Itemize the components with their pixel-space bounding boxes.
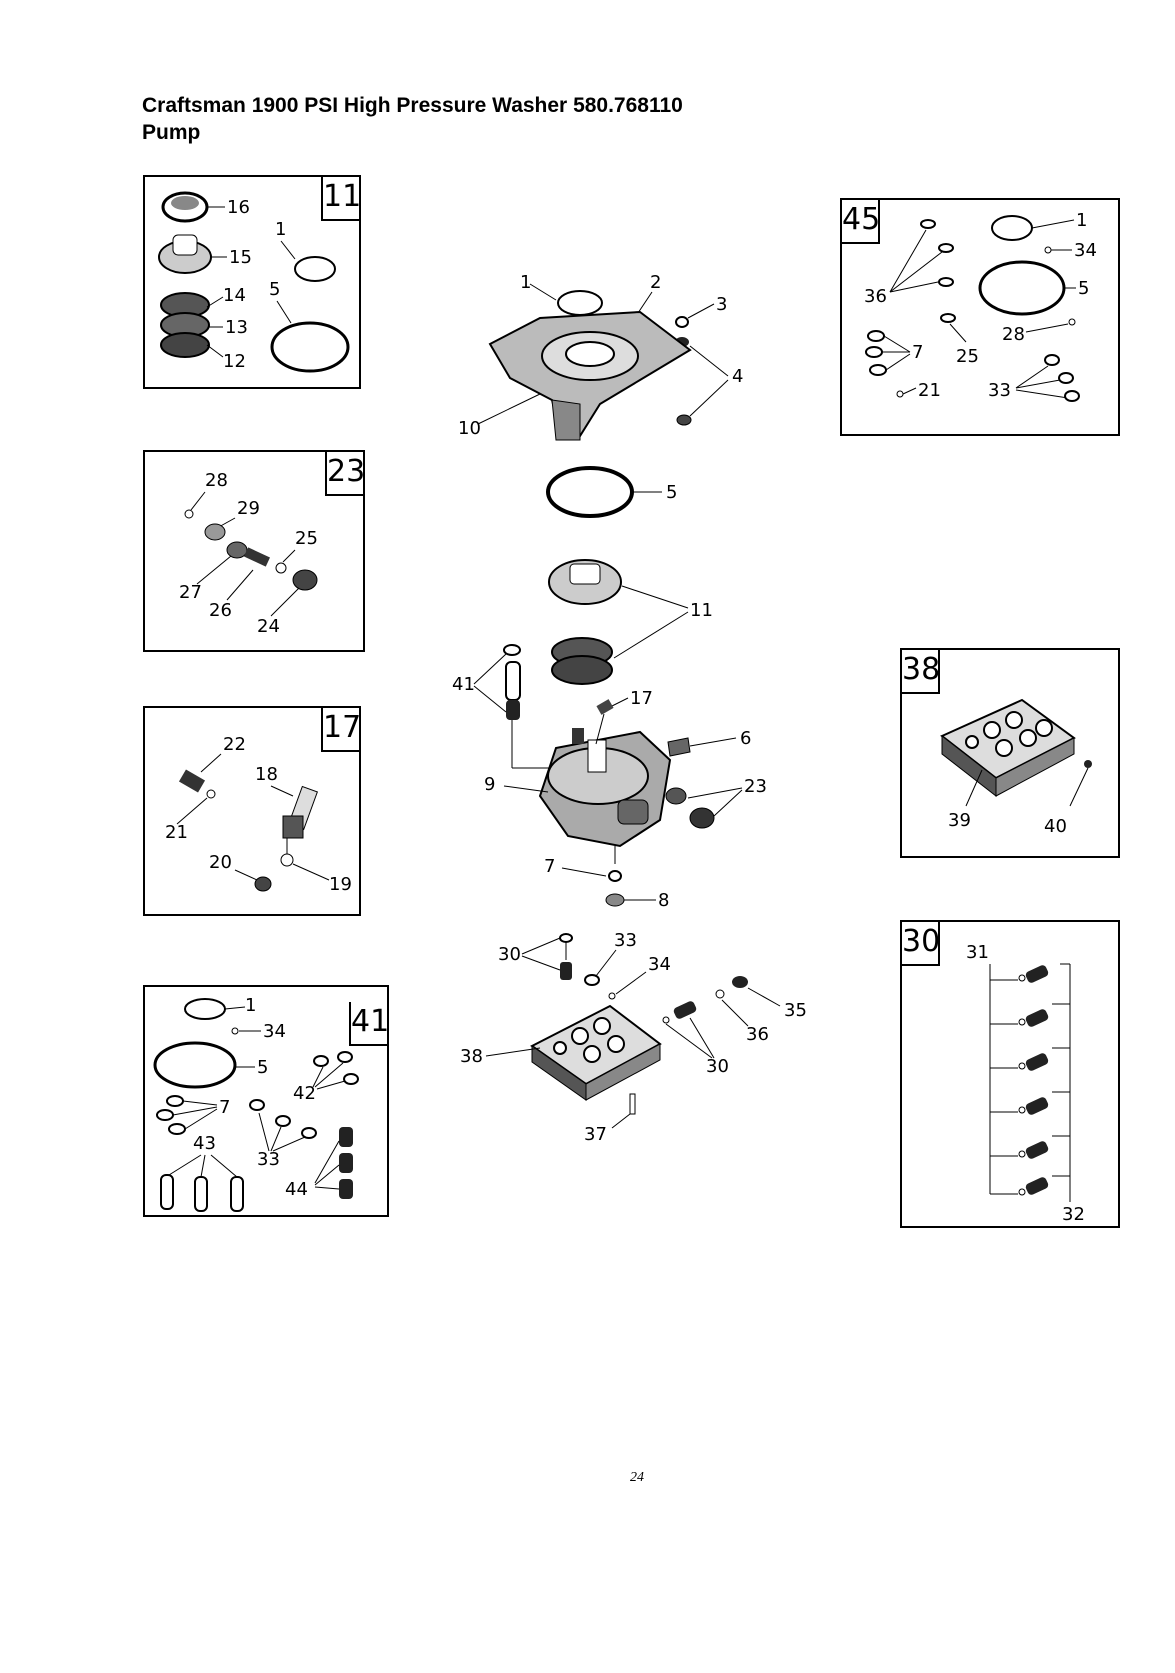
main-label-17: 17 <box>630 688 653 709</box>
kit-17-label-20: 20 <box>209 852 232 873</box>
main-label-2: 2 <box>650 272 661 293</box>
main-label-9: 9 <box>484 774 495 795</box>
kit-45-art: 36 1 34 5 7 25 28 21 33 <box>842 200 1118 434</box>
kit-41-label-42: 42 <box>293 1083 316 1104</box>
kit-30-label-31: 31 <box>966 942 989 963</box>
main-label-10: 10 <box>458 418 481 439</box>
kit-11-label-15: 15 <box>229 247 252 268</box>
kit-17-box: 17 22 18 21 20 19 <box>143 706 361 916</box>
kit-45-label-28: 28 <box>1002 324 1025 345</box>
kit-17-art: 22 18 21 20 19 <box>145 708 359 914</box>
kit-23-label-25: 25 <box>295 528 318 549</box>
main-label-3: 3 <box>716 294 727 315</box>
kit-23-label-28: 28 <box>205 470 228 491</box>
kit-23-label-27: 27 <box>179 582 202 603</box>
main-label-4: 4 <box>732 366 743 387</box>
kit-38-label-39: 39 <box>948 810 971 831</box>
kit-38-art: 39 40 <box>902 650 1118 856</box>
main-label-7: 7 <box>544 856 555 877</box>
kit-41-label-1: 1 <box>245 995 256 1016</box>
kit-17-label-18: 18 <box>255 764 278 785</box>
main-label-36: 36 <box>746 1024 769 1045</box>
page-number: 24 <box>630 1470 644 1486</box>
kit-41-art: 1 34 5 7 42 43 33 <box>145 987 387 1215</box>
kit-11-art: 16 15 14 13 12 1 5 <box>145 177 359 387</box>
kit-11-label-14: 14 <box>223 285 246 306</box>
kit-17-label-19: 19 <box>329 874 352 895</box>
main-label-37: 37 <box>584 1124 607 1145</box>
main-label-6: 6 <box>740 728 751 749</box>
main-label-38: 38 <box>460 1046 483 1067</box>
kit-11-label-1: 1 <box>275 219 286 240</box>
kit-11-label-13: 13 <box>225 317 248 338</box>
kit-41-label-7: 7 <box>219 1097 230 1118</box>
page-title: Craftsman 1900 PSI High Pressure Washer … <box>142 92 683 146</box>
main-label-1: 1 <box>520 272 531 293</box>
main-label-5: 5 <box>666 482 677 503</box>
kit-45-label-1: 1 <box>1076 210 1087 231</box>
main-label-33: 33 <box>614 930 637 951</box>
main-label-30b: 30 <box>706 1056 729 1077</box>
kit-11-label-12: 12 <box>223 351 246 372</box>
main-label-23: 23 <box>744 776 767 797</box>
kit-41-label-44: 44 <box>285 1179 308 1200</box>
diagram-title: Craftsman 1900 PSI High Pressure Washer … <box>142 92 683 119</box>
main-label-34: 34 <box>648 954 671 975</box>
kit-38-box: 38 39 40 <box>900 648 1120 858</box>
kit-23-label-29: 29 <box>237 498 260 519</box>
kit-45-label-21: 21 <box>918 380 941 401</box>
kit-41-label-43: 43 <box>193 1133 216 1154</box>
kit-17-label-21: 21 <box>165 822 188 843</box>
kit-23-label-24: 24 <box>257 616 280 637</box>
kit-41-label-33: 33 <box>257 1149 280 1170</box>
kit-41-label-5: 5 <box>257 1057 268 1078</box>
kit-30-box: 30 31 32 <box>900 920 1120 1228</box>
main-label-8: 8 <box>658 890 669 911</box>
main-label-30: 30 <box>498 944 521 965</box>
kit-11-label-5: 5 <box>269 279 280 300</box>
kit-23-art: 28 29 25 27 26 24 <box>145 452 363 650</box>
kit-45-label-25: 25 <box>956 346 979 367</box>
main-label-41: 41 <box>452 674 475 695</box>
kit-41-box: 41 1 34 5 7 42 43 33 <box>143 985 389 1217</box>
kit-11-label-16: 16 <box>227 197 250 218</box>
kit-38-label-40: 40 <box>1044 816 1067 837</box>
diagram-subtitle: Pump <box>142 119 683 146</box>
main-label-35: 35 <box>784 1000 807 1021</box>
kit-45-label-5: 5 <box>1078 278 1089 299</box>
kit-45-label-7: 7 <box>912 342 923 363</box>
kit-30-art: 31 32 <box>902 922 1118 1226</box>
kit-41-label-34: 34 <box>263 1021 286 1042</box>
kit-17-label-22: 22 <box>223 734 246 755</box>
kit-23-box: 23 28 29 25 27 26 24 <box>143 450 365 652</box>
kit-11-box: 11 16 15 14 13 12 1 5 <box>143 175 361 389</box>
kit-45-label-36: 36 <box>864 286 887 307</box>
kit-45-box: 45 36 1 34 5 7 25 28 21 33 <box>840 198 1120 436</box>
kit-30-springs <box>990 964 1070 1196</box>
main-label-11: 11 <box>690 600 713 621</box>
kit-45-label-34: 34 <box>1074 240 1097 261</box>
kit-30-label-32: 32 <box>1062 1204 1085 1225</box>
kit-45-label-33: 33 <box>988 380 1011 401</box>
kit-23-label-26: 26 <box>209 600 232 621</box>
